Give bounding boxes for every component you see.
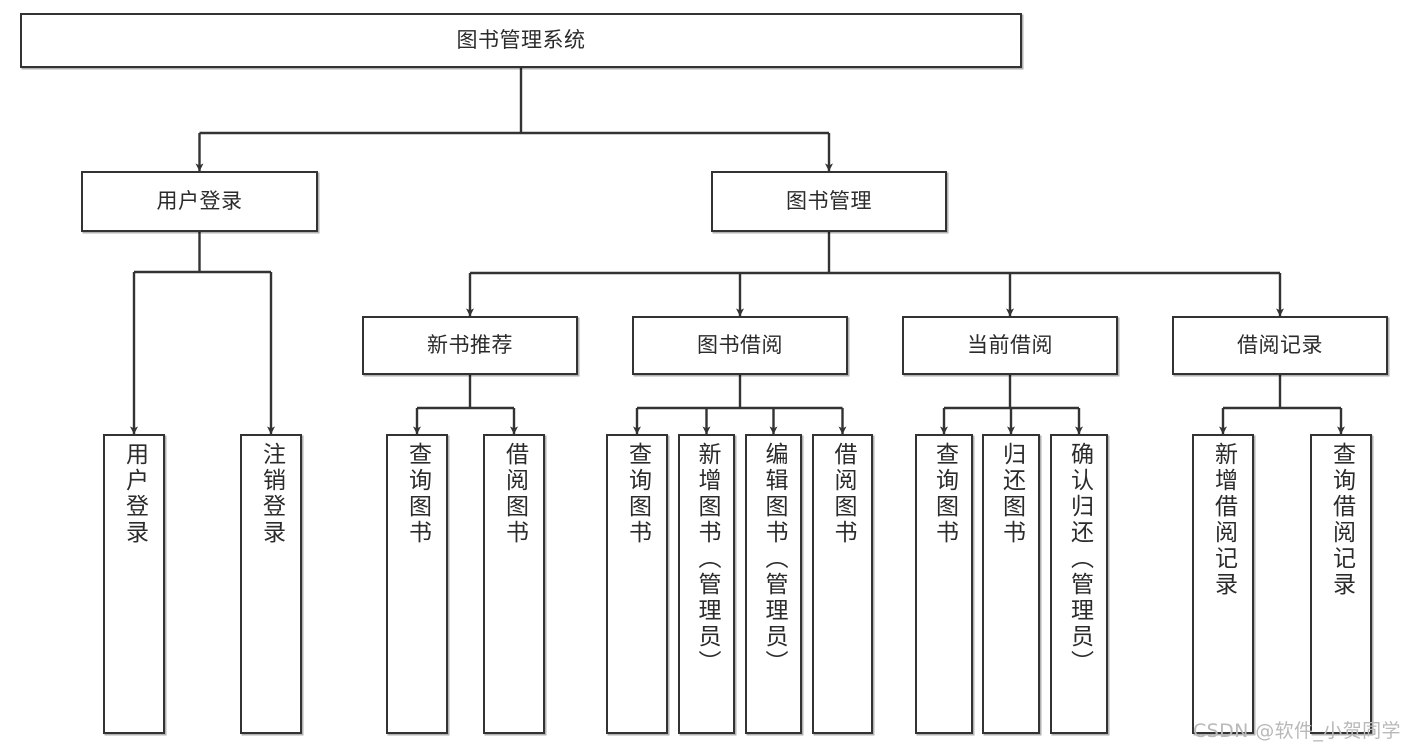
node-label-l-login: 用户登录 — [121, 442, 148, 546]
node-label-newbook: 新书推荐 — [427, 332, 513, 357]
node-l-rc-add[interactable]: 新增借阅记录 — [1192, 434, 1254, 734]
node-label-l-cu-query: 查询图书 — [931, 442, 958, 546]
node-l-cu-confirm[interactable]: 确认归还（管理员） — [1050, 434, 1108, 734]
node-l-nb-query[interactable]: 查询图书 — [386, 434, 448, 734]
node-l-bk-query[interactable]: 查询图书 — [606, 434, 668, 734]
node-label-current: 当前借阅 — [967, 332, 1053, 357]
node-l-logout[interactable]: 注销登录 — [240, 434, 302, 734]
node-label-records: 借阅记录 — [1237, 332, 1323, 357]
node-label-l-bk-query: 查询图书 — [624, 442, 651, 546]
node-label-l-cu-return: 归还图书 — [998, 442, 1025, 546]
node-current[interactable]: 当前借阅 — [902, 316, 1118, 375]
node-l-bk-borrow[interactable]: 借阅图书 — [812, 434, 873, 734]
node-label-root: 图书管理系统 — [456, 27, 586, 52]
node-l-login[interactable]: 用户登录 — [103, 434, 165, 734]
node-l-bk-edit[interactable]: 编辑图书（管理员） — [745, 434, 802, 734]
node-l-nb-borrow[interactable]: 借阅图书 — [483, 434, 545, 734]
node-root[interactable]: 图书管理系统 — [20, 13, 1022, 68]
node-bookmgmt[interactable]: 图书管理 — [711, 171, 947, 232]
node-l-bk-add[interactable]: 新增图书（管理员） — [678, 434, 735, 734]
node-label-l-rc-add: 新增借阅记录 — [1210, 442, 1237, 598]
node-borrow[interactable]: 图书借阅 — [632, 316, 848, 375]
node-login[interactable]: 用户登录 — [81, 171, 318, 232]
node-label-l-cu-confirm: 确认归还（管理员） — [1066, 442, 1093, 676]
node-newbook[interactable]: 新书推荐 — [362, 316, 578, 375]
node-l-cu-query[interactable]: 查询图书 — [915, 434, 973, 734]
node-label-l-rc-query: 查询借阅记录 — [1328, 442, 1355, 598]
node-label-l-logout: 注销登录 — [258, 442, 285, 546]
node-label-l-nb-borrow: 借阅图书 — [501, 442, 528, 546]
node-l-cu-return[interactable]: 归还图书 — [982, 434, 1040, 734]
csdn-watermark: CSDN @软件_小贺同学 — [1193, 720, 1401, 742]
edge-group — [130, 68, 1345, 435]
node-label-l-bk-add: 新增图书（管理员） — [694, 442, 720, 676]
node-l-rc-query[interactable]: 查询借阅记录 — [1310, 434, 1372, 734]
node-label-borrow: 图书借阅 — [697, 332, 783, 357]
node-label-l-bk-edit: 编辑图书（管理员） — [761, 442, 787, 676]
node-label-l-nb-query: 查询图书 — [404, 442, 431, 546]
node-label-login: 用户登录 — [156, 188, 243, 213]
node-label-l-bk-borrow: 借阅图书 — [830, 442, 856, 546]
node-records[interactable]: 借阅记录 — [1172, 316, 1388, 375]
node-label-bookmgmt: 图书管理 — [786, 188, 872, 213]
